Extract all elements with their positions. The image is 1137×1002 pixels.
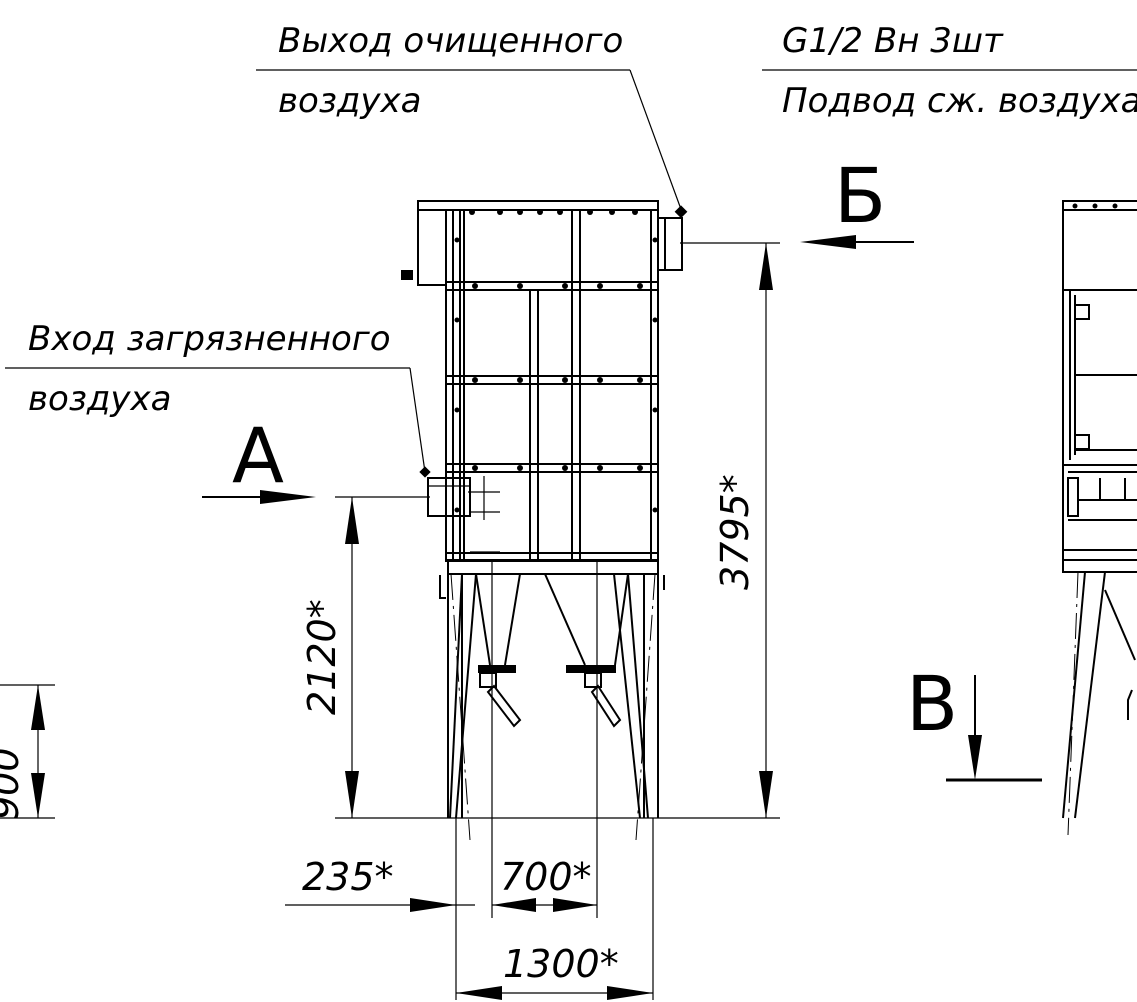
dim-left-partial: 900 [0, 684, 55, 820]
side-view-partial [1062, 200, 1137, 836]
air-supply-text: Подвод сж. воздуха [782, 81, 1137, 121]
dim-offset-label: 235* [302, 855, 394, 899]
view-marker-v: В [906, 659, 1042, 782]
view-letter-a: А [232, 411, 284, 500]
dim-inlet-height-label: 2120* [300, 599, 344, 715]
view-marker-a: А [202, 411, 316, 504]
view-letter-b: Б [834, 151, 886, 240]
dim-inlet-height: 2120* [300, 496, 430, 818]
dim-total-height: 3795* [680, 242, 780, 818]
view-letter-v: В [906, 659, 958, 748]
dim-hopper-spacing-label: 700* [500, 855, 592, 899]
outlet-label-line1: Выход очищенного [278, 21, 623, 61]
dim-hopper-spacing: 700* [492, 855, 597, 912]
air-supply-label: G1/2 Вн 3шт Подвод сж. воздуха [762, 21, 1137, 121]
inlet-label-line2: воздуха [28, 379, 172, 419]
dim-total-height-label: 3795* [713, 474, 757, 590]
pipe-thread-label: G1/2 Вн 3шт [782, 21, 1004, 61]
dim-offset: 235* [285, 855, 475, 912]
outlet-label: Выход очищенного воздуха [256, 21, 688, 219]
dim-overall-width-label: 1300* [503, 942, 619, 986]
outlet-label-line2: воздуха [278, 81, 422, 121]
view-marker-b: Б [800, 151, 914, 249]
inlet-label: Вход загрязненного воздуха [5, 319, 431, 478]
dim-left-partial-label: 900 [0, 747, 27, 820]
inlet-label-line1: Вход загрязненного [28, 319, 391, 359]
filter-unit-front-view [335, 200, 780, 918]
dim-overall-width: 1300* [455, 818, 654, 1000]
